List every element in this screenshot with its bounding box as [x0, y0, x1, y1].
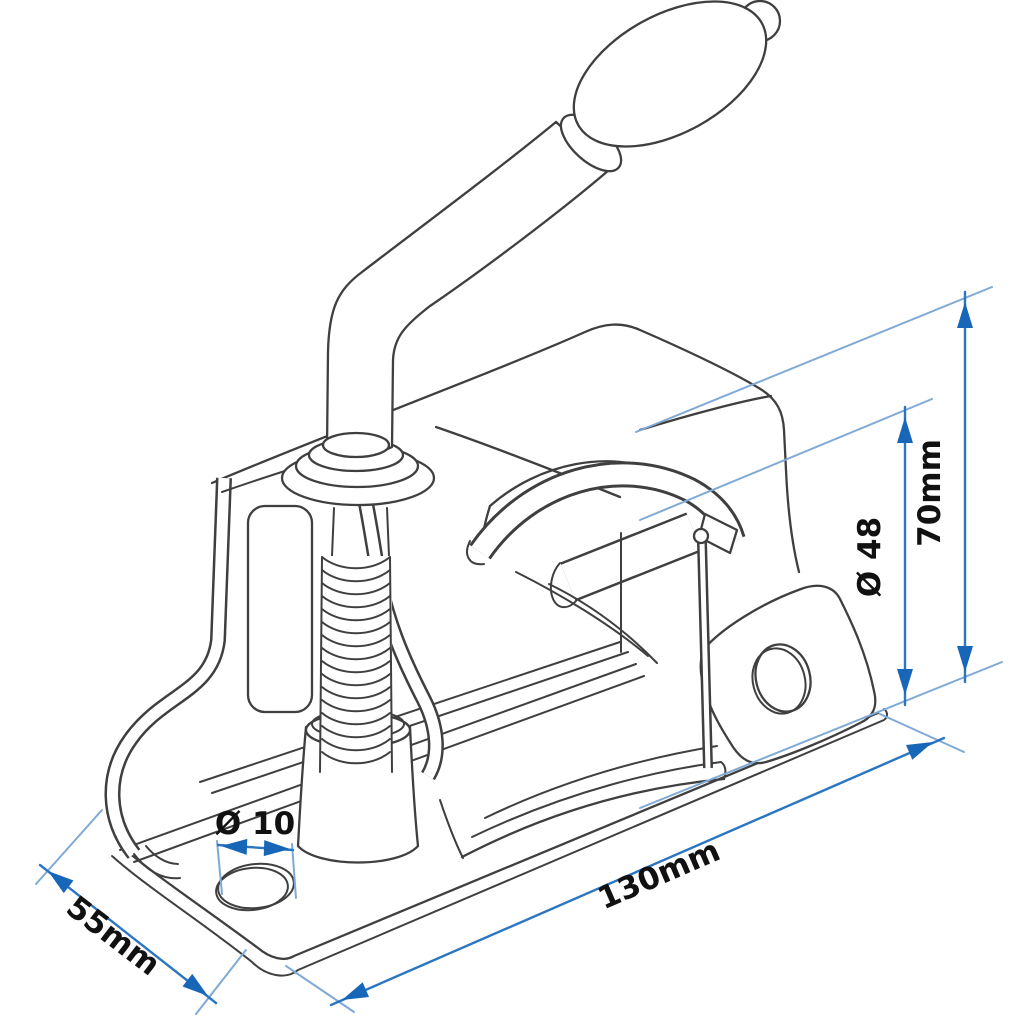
clamped-tube: [549, 512, 702, 609]
ext-55mm-bottom: [195, 949, 247, 1015]
dimension-130mm-label: 130mm: [593, 833, 726, 918]
clamp-body: [210, 323, 801, 574]
dimension-70mm-label: 70mm: [912, 439, 948, 547]
ext-70mm-top: [635, 286, 993, 433]
ext-hole-left: [216, 840, 223, 895]
ext-55mm-top: [35, 809, 103, 885]
dimension-hole-10-label: Ø 10: [215, 806, 295, 842]
collar-top-washer: [321, 431, 391, 459]
ext-130mm-right: [879, 713, 965, 753]
clamp-lower-shell: [439, 745, 727, 859]
dimension-d48-label: Ø 48: [852, 517, 888, 597]
u-bracket: [104, 445, 444, 880]
ext-bottom-shared: [639, 661, 1003, 809]
mounting-flange: [699, 584, 877, 765]
collar-washers: [280, 437, 436, 507]
handle-knob: [572, 0, 768, 148]
dimension-70mm: 70mm: [912, 290, 973, 684]
dimension-hole-10: Ø 10: [215, 806, 295, 857]
clamp-shell: [439, 460, 877, 859]
threaded-spring-rod: [319, 507, 393, 773]
base-hole: [215, 862, 295, 912]
bracket-window: [246, 504, 314, 714]
ext-130mm-left: [285, 965, 355, 1013]
ext-d48-top: [639, 398, 933, 521]
handle: [321, 0, 782, 459]
handle-shaft: [325, 120, 611, 457]
dimension-55mm-label: 55mm: [59, 889, 166, 983]
clamp-bolt: [692, 527, 713, 769]
dimension-diameter-48: Ø 48: [852, 405, 913, 707]
ext-hole-right: [291, 843, 297, 899]
